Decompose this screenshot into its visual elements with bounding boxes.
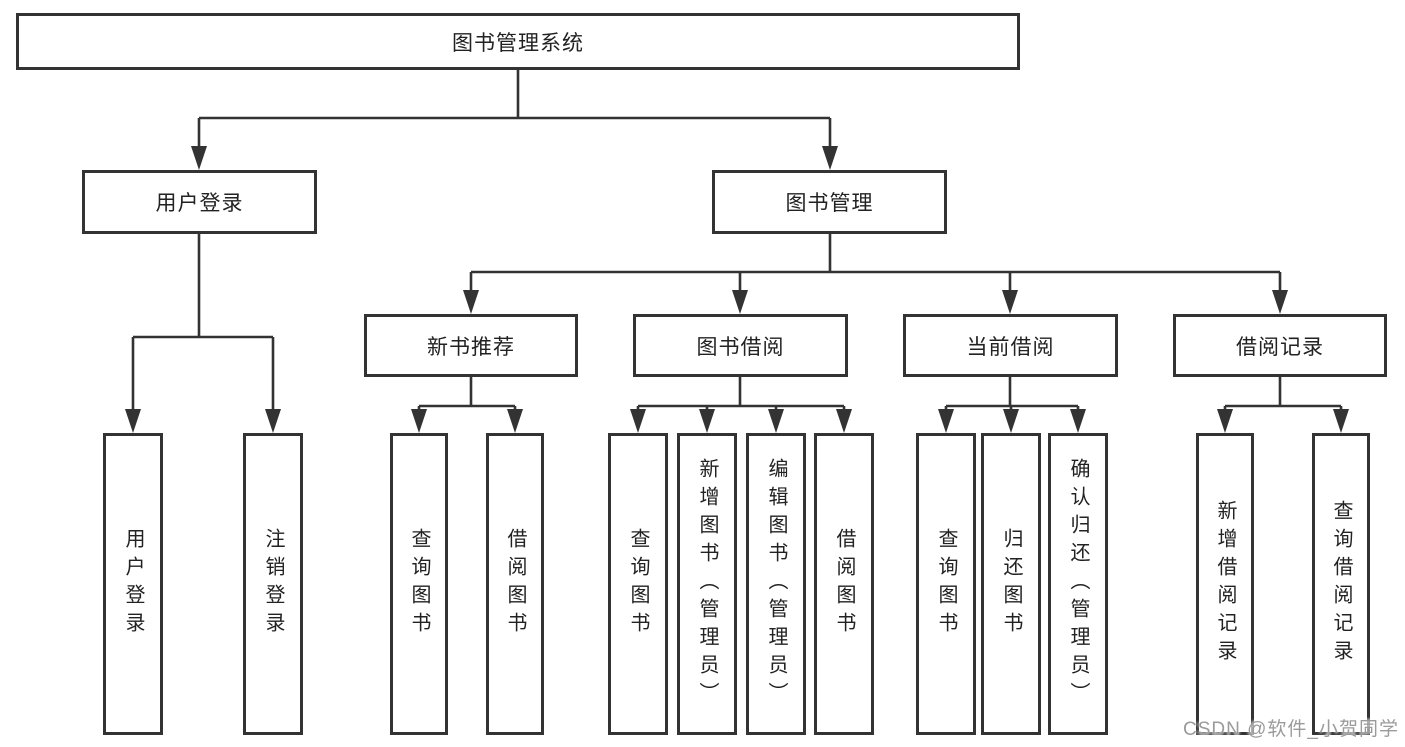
leaf-query-books-1-label: 查询图书 [408,528,430,640]
node-borrowing-records: 借阅记录 [1173,314,1387,377]
leaf-edit-books-admin-label: 编辑图书（管理员） [765,458,787,710]
node-borrowing-records-label: 借阅记录 [1236,335,1324,359]
node-root-system-label: 图书管理系统 [452,31,584,55]
leaf-edit-books-admin: 编辑图书（管理员） [746,433,806,735]
node-book-borrowing-label: 图书借阅 [696,335,785,359]
connector-book-management-to-level3 [463,234,1288,314]
leaf-borrow-books-2-label: 借阅图书 [833,528,855,640]
node-new-book-recommend: 新书推荐 [364,314,578,377]
node-current-borrowing: 当前借阅 [903,314,1118,377]
leaf-user-login-label: 用户登录 [122,528,144,640]
node-new-book-recommend-label: 新书推荐 [427,335,515,359]
leaf-query-books-3-label: 查询图书 [935,528,957,640]
leaf-query-books-2: 查询图书 [608,433,668,735]
node-book-management-label: 图书管理 [785,192,874,215]
connector-book-borrowing-to-leaves [630,377,852,433]
node-user-login-branch: 用户登录 [82,170,317,234]
node-book-management: 图书管理 [712,170,947,234]
leaf-borrow-books-1: 借阅图书 [486,433,544,735]
leaf-query-borrow-record: 查询借阅记录 [1312,433,1370,735]
leaf-add-borrow-record: 新增借阅记录 [1196,433,1254,735]
node-root-system: 图书管理系统 [16,13,1020,70]
connector-user-login-to-leaves [125,234,281,433]
leaf-add-books-admin: 新增图书（管理员） [677,433,737,735]
leaf-query-books-3: 查询图书 [916,433,976,735]
node-book-borrowing: 图书借阅 [633,314,848,377]
node-current-borrowing-label: 当前借阅 [966,335,1055,359]
connector-borrowing-records-to-leaves [1217,377,1349,433]
connector-current-borrowing-to-leaves [938,377,1086,433]
node-user-login-branch-label: 用户登录 [155,192,244,215]
leaf-query-books-1: 查询图书 [390,433,448,735]
leaf-return-books-label: 归还图书 [1000,528,1022,640]
leaf-logout-label: 注销登录 [262,528,284,640]
csdn-watermark: CSDN @软件_小贺同学 [1183,719,1399,740]
leaf-borrow-books-2: 借阅图书 [814,433,874,735]
connector-root-to-level2 [191,70,838,170]
leaf-user-login: 用户登录 [103,433,163,735]
leaf-add-books-admin-label: 新增图书（管理员） [696,458,718,710]
leaf-query-books-2-label: 查询图书 [627,528,649,640]
leaf-confirm-return-admin-label: 确认归还（管理员） [1067,458,1089,710]
leaf-add-borrow-record-label: 新增借阅记录 [1214,500,1236,668]
leaf-return-books: 归还图书 [981,433,1041,735]
leaf-borrow-books-1-label: 借阅图书 [504,528,526,640]
leaf-logout: 注销登录 [243,433,303,735]
leaf-confirm-return-admin: 确认归还（管理员） [1048,433,1108,735]
connector-new-book-recommend-to-leaves [411,377,523,433]
leaf-query-borrow-record-label: 查询借阅记录 [1330,500,1352,668]
